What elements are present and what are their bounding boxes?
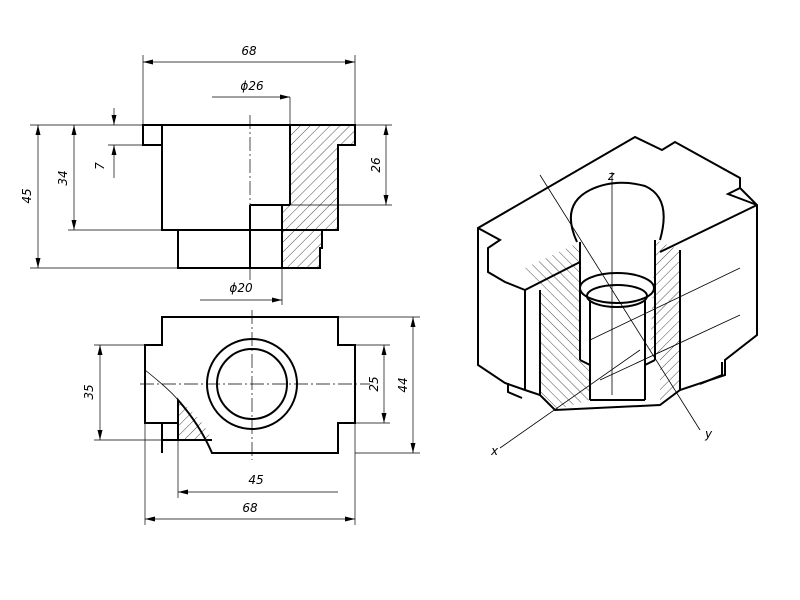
- front-outline: [142, 124, 356, 269]
- axis-x-label: x: [490, 444, 499, 458]
- dim-26-depth: 26: [369, 157, 383, 173]
- axis-y-label: y: [704, 427, 713, 441]
- top-view: 35 25 44 45 68: [82, 310, 420, 525]
- axo-outline: [477, 135, 758, 412]
- dim-diameter-26: ϕ26: [240, 79, 264, 93]
- axo-top-edge-front-right: [659, 204, 758, 253]
- dim-35: 35: [82, 384, 96, 399]
- front-section-hatch: [282, 125, 355, 268]
- dim-45-width: 45: [248, 473, 263, 487]
- axo-inner-ellipse: [579, 272, 655, 304]
- axis-z-label: z: [607, 169, 615, 183]
- axo-top-edge-front-left: [524, 261, 581, 291]
- dim-68-top: 68: [241, 44, 257, 58]
- top-outline: [144, 316, 356, 454]
- axonometric-view: x y z: [477, 135, 758, 458]
- dim-25: 25: [367, 376, 381, 391]
- dim-45-height: 45: [20, 188, 34, 203]
- axo-section-right: [650, 240, 680, 405]
- front-view: 68 ϕ26 ϕ20 45 34 7: [20, 44, 392, 305]
- dim-7-flange: 7: [93, 162, 107, 170]
- dim-diameter-20: ϕ20: [229, 281, 253, 295]
- axo-notch-right: [725, 187, 758, 206]
- axo-top-ellipse: [569, 181, 665, 243]
- axo-notch-left: [477, 227, 526, 291]
- axo-section-left: [525, 242, 590, 410]
- dim-44: 44: [396, 377, 410, 392]
- top-lower-left: [145, 422, 212, 441]
- dim-34-height: 34: [56, 170, 70, 185]
- dim-68-bottom: 68: [242, 501, 258, 515]
